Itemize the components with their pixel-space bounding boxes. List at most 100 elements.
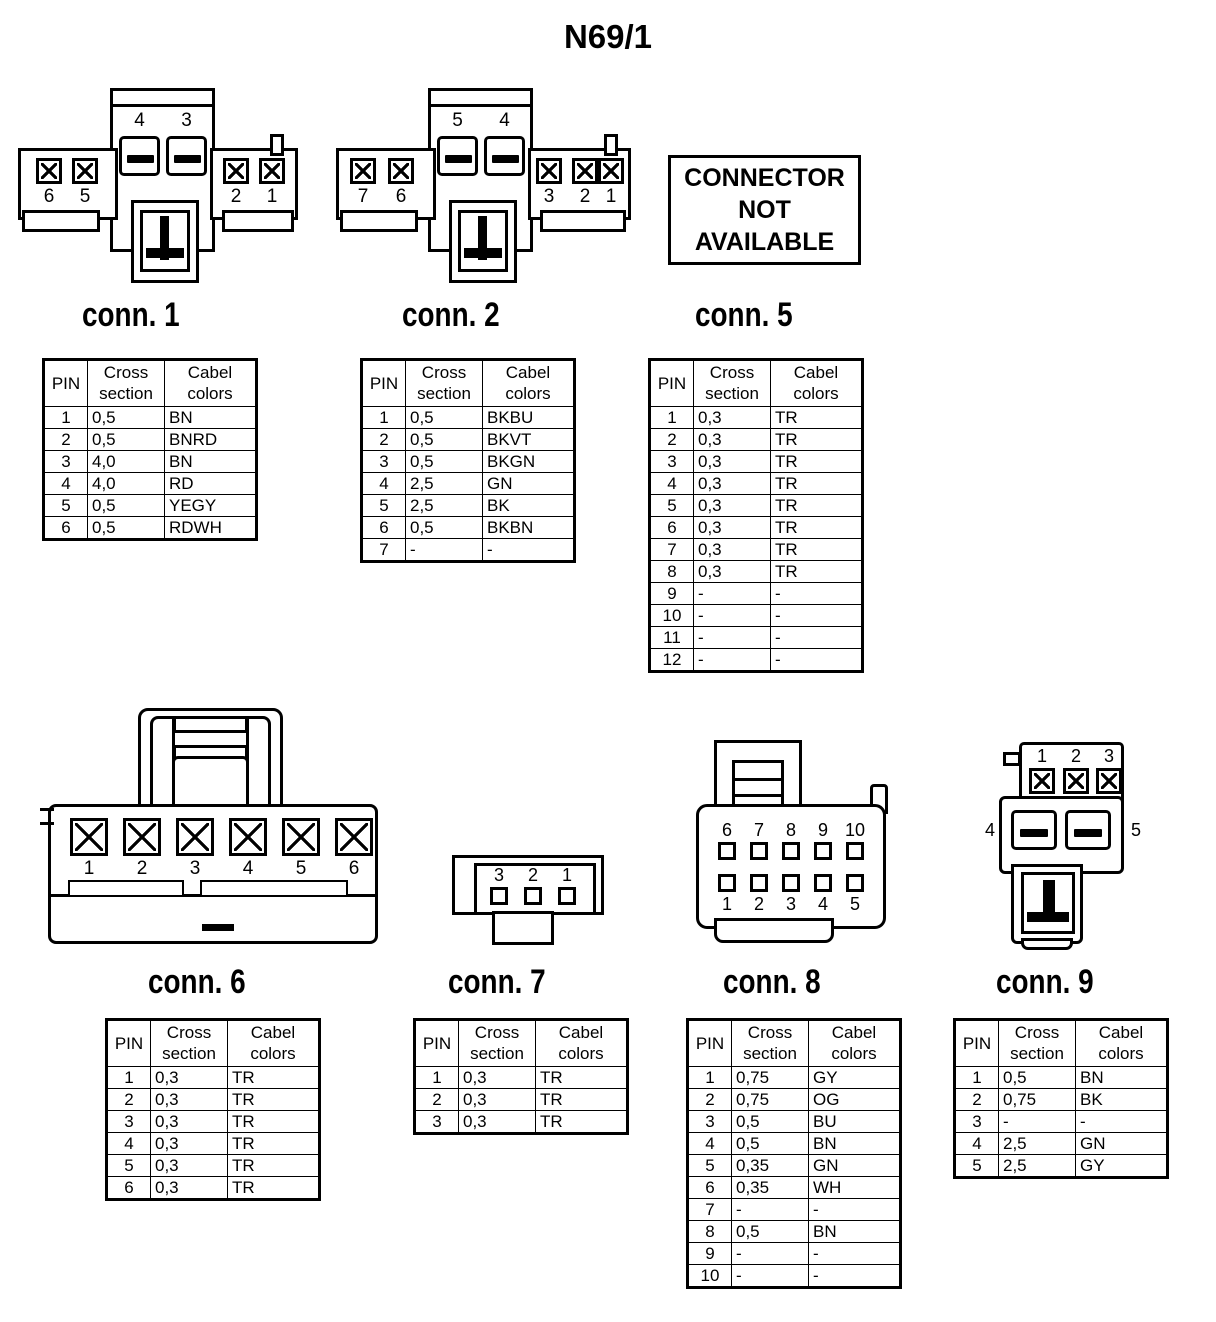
cell-pin: 1 — [43, 406, 88, 429]
header-cabel: Cabel — [793, 363, 839, 382]
conn1-pinnum-4: 4 — [134, 110, 145, 131]
cell-cross-section: 0,5 — [87, 516, 165, 540]
cell-pin: 6 — [361, 516, 406, 539]
conn8-terminal-7 — [750, 842, 768, 860]
header-colors: colors — [558, 1044, 604, 1063]
conn8-pinnum-8: 8 — [785, 820, 796, 840]
cell-cabel-color: GN — [808, 1154, 901, 1177]
cell-cabel-color: TR — [227, 1154, 320, 1177]
header-colors: colors — [831, 1044, 877, 1063]
conn8-pinnum-9: 9 — [817, 820, 828, 840]
cell-cabel-color: BNRD — [164, 428, 257, 451]
conn2-terminal-3 — [536, 158, 562, 184]
conn2-blade-5 — [437, 136, 478, 176]
conn1-terminal-6 — [36, 158, 62, 184]
header-pin: PIN — [649, 359, 694, 407]
conn8-terminal-6 — [718, 842, 736, 860]
cell-pin: 7 — [687, 1198, 732, 1221]
header-cross: Cross — [474, 1023, 520, 1042]
conn2-pinnum-7: 7 — [357, 186, 369, 207]
cell-pin: 2 — [43, 428, 88, 451]
cell-cabel-color: TR — [770, 428, 863, 451]
conn9-pinnum-1: 1 — [1036, 746, 1047, 766]
cell-cross-section: 0,5 — [405, 450, 483, 473]
cell-pin: 3 — [106, 1110, 151, 1133]
header-cabel: Cabel — [250, 1023, 296, 1042]
cell-cabel-color: TR — [227, 1176, 320, 1200]
cell-cabel-color: - — [482, 538, 575, 562]
table-row: 7-- — [687, 1198, 901, 1221]
header-colors: colors — [505, 384, 551, 403]
header-section: section — [470, 1044, 524, 1063]
conn1-terminal-1 — [259, 158, 285, 184]
cell-cabel-color: BK — [1075, 1088, 1168, 1111]
conn6-pinnum-6: 6 — [348, 858, 360, 879]
conn2-pinnum-4: 4 — [499, 110, 510, 131]
cell-cross-section: 0,5 — [405, 406, 483, 429]
cell-cross-section: 0,3 — [693, 428, 771, 451]
cell-cabel-color: TR — [227, 1088, 320, 1111]
cell-cabel-color: - — [808, 1198, 901, 1221]
cell-cross-section: 0,3 — [693, 560, 771, 583]
cell-cabel-color: OG — [808, 1088, 901, 1111]
cell-cross-section: 0,3 — [458, 1066, 536, 1089]
cell-cross-section: 4,0 — [87, 450, 165, 473]
cell-cabel-color: - — [770, 604, 863, 627]
conn2-pinnum-1: 1 — [605, 186, 617, 207]
conn6-terminal-5 — [282, 818, 320, 856]
conn9-pinnum-5: 5 — [1130, 820, 1141, 840]
cell-cross-section: 4,0 — [87, 472, 165, 495]
cell-cross-section: - — [405, 538, 483, 562]
cell-pin: 2 — [414, 1088, 459, 1111]
cell-pin: 6 — [43, 516, 88, 540]
header-cross: Cross — [747, 1023, 793, 1042]
cell-pin: 10 — [649, 604, 694, 627]
cell-cross-section: - — [731, 1264, 809, 1288]
header-pin: PIN — [954, 1019, 999, 1067]
header-section: section — [417, 384, 471, 403]
cell-cross-section: 0,5 — [87, 428, 165, 451]
header-cross: Cross — [709, 363, 755, 382]
header-cabel: Cabel — [558, 1023, 604, 1042]
header-cross: Cross — [1014, 1023, 1060, 1042]
cell-cross-section: 0,35 — [731, 1154, 809, 1177]
cell-pin: 7 — [361, 538, 406, 562]
conn2-terminal-7 — [350, 158, 376, 184]
conn9-pinnum-2: 2 — [1070, 746, 1081, 766]
page-title: N69/1 — [563, 18, 653, 55]
conn6-terminal-6 — [335, 818, 373, 856]
header-colors: colors — [793, 384, 839, 403]
conn1-pinnum-5: 5 — [79, 186, 91, 207]
cell-pin: 4 — [649, 472, 694, 495]
table-row: 3-- — [954, 1110, 1168, 1133]
cell-pin: 3 — [414, 1110, 459, 1134]
cell-cabel-color: - — [770, 648, 863, 672]
cell-cabel-color: GY — [808, 1066, 901, 1089]
cell-pin: 5 — [106, 1154, 151, 1177]
conn1-pinnum-3: 3 — [181, 110, 192, 131]
cell-cabel-color: TR — [535, 1088, 628, 1111]
conn6-terminal-2 — [123, 818, 161, 856]
